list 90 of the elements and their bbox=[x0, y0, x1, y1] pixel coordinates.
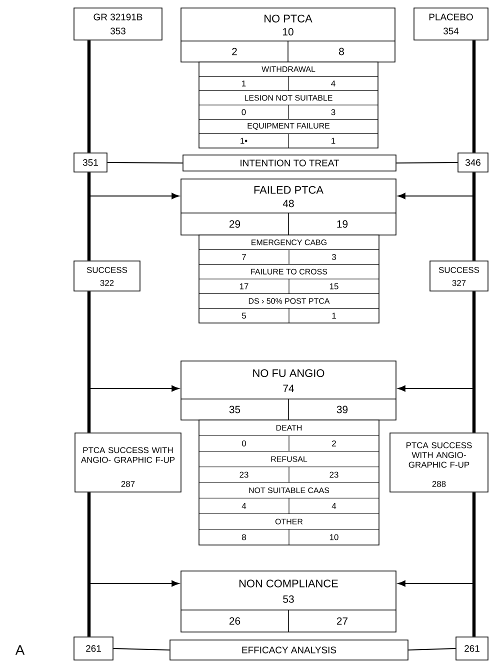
result-label: PTCA SUCCESS WITH ANGIO- GRAPHIC F-UP bbox=[80, 447, 175, 463]
count-label: 346 bbox=[465, 159, 480, 166]
count-box bbox=[74, 152, 108, 172]
count-label: 53 bbox=[283, 595, 294, 603]
count-label: 351 bbox=[82, 159, 98, 166]
table-cell: 23 bbox=[240, 472, 248, 478]
table-cell: 23 bbox=[330, 472, 338, 478]
connector bbox=[408, 648, 456, 650]
count-label: 261 bbox=[86, 645, 101, 652]
connector bbox=[398, 290, 474, 392]
cell-value: 19 bbox=[337, 220, 348, 228]
stage-label: EFFICACY ANALYSIS bbox=[242, 646, 336, 654]
box-title: NO PTCA bbox=[264, 14, 312, 22]
count-label: 74 bbox=[283, 384, 294, 392]
count-label: 287 bbox=[121, 481, 135, 487]
count-box bbox=[74, 636, 114, 660]
connector bbox=[88, 172, 180, 200]
table-cell: 15 bbox=[330, 283, 338, 290]
reason-table bbox=[198, 234, 380, 324]
connector bbox=[396, 162, 458, 164]
result-box bbox=[390, 432, 488, 492]
connector bbox=[112, 648, 170, 650]
connector bbox=[87, 291, 91, 433]
connector bbox=[106, 162, 184, 164]
cell-value: 8 bbox=[339, 48, 344, 56]
stage-box bbox=[182, 154, 396, 172]
group-name: GR 32191B bbox=[94, 14, 142, 20]
table-cell: 5 bbox=[242, 312, 246, 319]
count-label: 353 bbox=[110, 28, 126, 34]
table-cell: 4 bbox=[242, 503, 246, 509]
count-label: 261 bbox=[464, 645, 480, 652]
cell-value: 27 bbox=[336, 617, 348, 625]
box-title: FAILED PTCA bbox=[254, 186, 324, 194]
count-label: 322 bbox=[100, 280, 114, 286]
result-label: PTCA SUCCESS WITH ANGIO- GRAPHIC F-UP bbox=[406, 442, 472, 468]
outcome-box bbox=[180, 570, 396, 632]
table-cell: 0 bbox=[242, 440, 246, 446]
result-box bbox=[430, 260, 488, 292]
table-cell: 0 bbox=[242, 109, 246, 116]
outcome-box bbox=[180, 360, 396, 420]
table-cell: 1 bbox=[242, 80, 246, 86]
table-cell: 1• bbox=[240, 138, 248, 144]
result-box bbox=[74, 432, 182, 492]
cell-value: 26 bbox=[229, 617, 240, 625]
count-box bbox=[456, 636, 488, 660]
count-label: 10 bbox=[282, 28, 294, 36]
connector bbox=[87, 172, 91, 261]
panel-label: A bbox=[15, 645, 25, 655]
cell-value: 29 bbox=[229, 220, 240, 228]
table-cell: 4 bbox=[332, 503, 336, 509]
box-title: NO FU ANGIO bbox=[253, 369, 324, 378]
result-label: SUCCESS bbox=[86, 267, 128, 273]
result-box bbox=[74, 260, 140, 292]
table-cell: 8 bbox=[242, 534, 246, 540]
reason-table bbox=[198, 62, 378, 148]
table-cell: 17 bbox=[240, 283, 248, 290]
table-cell: 7 bbox=[242, 254, 246, 260]
connector bbox=[472, 40, 476, 153]
cell-value: 35 bbox=[229, 406, 240, 414]
stage-box bbox=[170, 640, 408, 660]
connector bbox=[472, 291, 476, 433]
count-label: 288 bbox=[432, 481, 446, 487]
table-cell: 1 bbox=[332, 312, 336, 319]
table-cell: 3 bbox=[331, 109, 336, 116]
result-label: SUCCESS bbox=[438, 267, 480, 273]
outcome-box bbox=[180, 178, 396, 236]
outcome-box bbox=[180, 8, 396, 62]
box-title: NON COMPLIANCE bbox=[239, 580, 338, 588]
connector bbox=[88, 290, 180, 392]
cell-value: 39 bbox=[336, 406, 348, 414]
table-cell: 1 bbox=[332, 138, 336, 144]
stage-label: INTENTION TO TREAT bbox=[240, 160, 340, 166]
connector bbox=[472, 172, 476, 261]
table-cell: 10 bbox=[330, 534, 338, 540]
table-cell: 2 bbox=[332, 440, 336, 446]
group-name: PLACEBO bbox=[429, 14, 473, 20]
count-label: 354 bbox=[443, 28, 459, 34]
reason-table bbox=[198, 420, 380, 546]
connector bbox=[87, 40, 91, 153]
table-cell: 4 bbox=[331, 80, 336, 86]
connector bbox=[398, 172, 474, 200]
count-box bbox=[458, 152, 488, 172]
connector bbox=[472, 492, 476, 637]
count-label: 327 bbox=[452, 280, 466, 286]
table-cell: 3 bbox=[332, 254, 336, 260]
cell-value: 2 bbox=[232, 48, 237, 56]
connector bbox=[87, 492, 91, 637]
group-box bbox=[74, 8, 162, 40]
group-box bbox=[414, 8, 488, 40]
count-label: 48 bbox=[282, 200, 294, 208]
